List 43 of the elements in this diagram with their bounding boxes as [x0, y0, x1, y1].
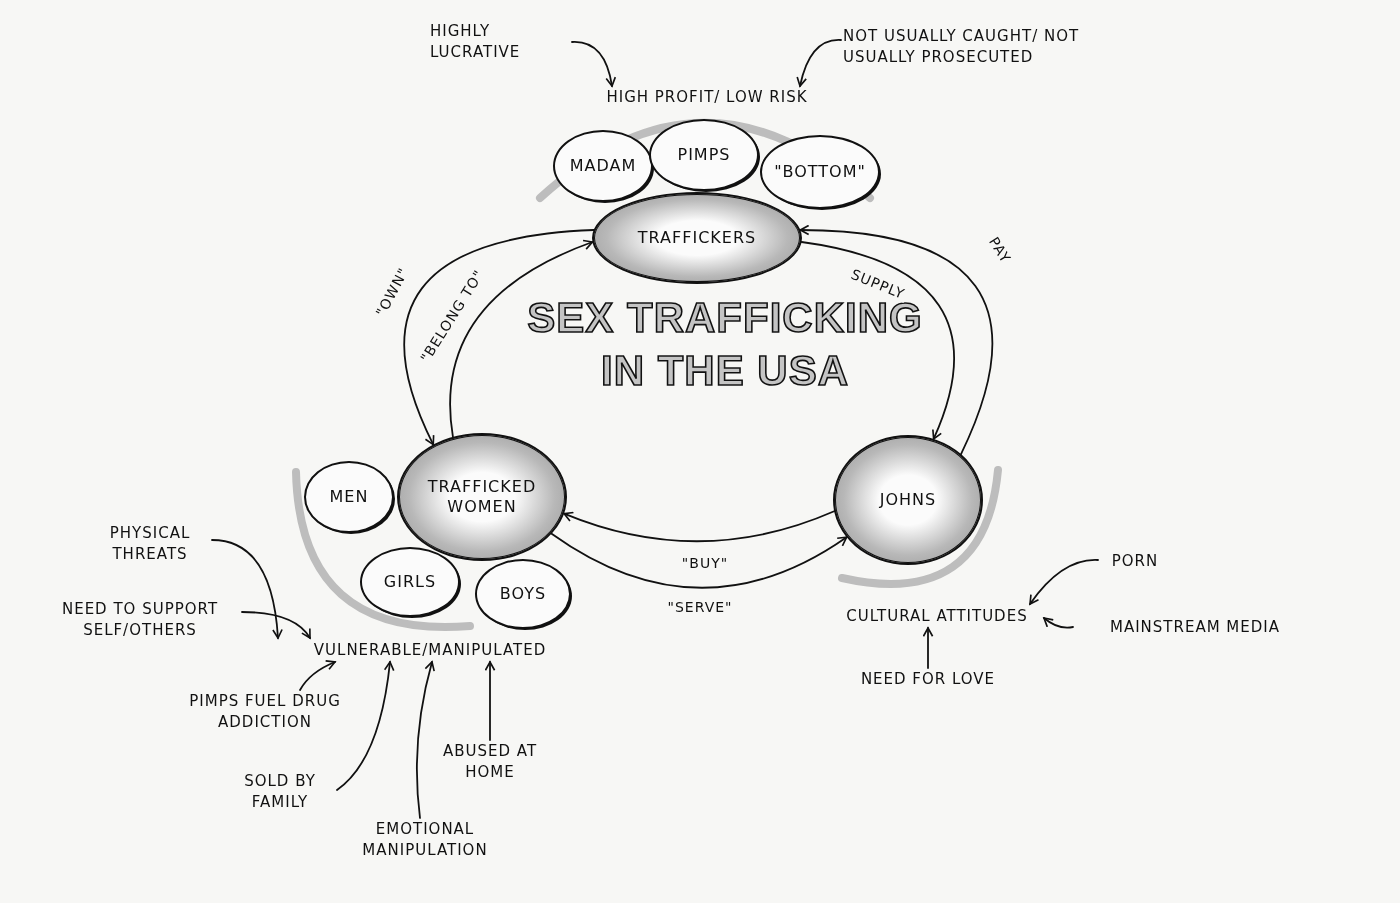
- oval: [649, 119, 759, 191]
- annotation-text: PHYSICAL THREATS: [108, 523, 192, 565]
- arrow: [336, 661, 395, 791]
- oval-label: GIRLS: [383, 572, 437, 592]
- oval: [553, 130, 653, 202]
- annotation-text: MAINSTREAM MEDIA: [1109, 616, 1281, 638]
- arrow: [1043, 617, 1074, 629]
- annotation-text: EMOTIONAL MANIPULATION: [361, 819, 489, 861]
- annotation-text: SOLD BY FAMILY: [243, 771, 317, 813]
- annotation-text: VULNERABLE/MANIPULATED: [313, 639, 547, 661]
- arrow: [299, 660, 336, 691]
- oval-label: BOYS: [499, 584, 547, 604]
- annotation-text: PIMPS FUEL DRUG ADDICTION: [188, 691, 342, 733]
- arrow: [484, 661, 496, 741]
- arrow: [796, 39, 842, 87]
- annotation-text: CULTURAL ATTITUDES: [846, 605, 1028, 627]
- arrow: [211, 539, 283, 639]
- arrow: [241, 611, 311, 639]
- annotation-text: NEED FOR LOVE: [860, 668, 996, 690]
- oval-label: MADAM: [569, 156, 637, 176]
- oval-label: MEN: [329, 487, 369, 507]
- arrow: [416, 661, 436, 819]
- oval-label: JOHNS: [879, 490, 937, 510]
- arrow: [799, 224, 993, 455]
- arrow: [563, 510, 836, 543]
- oval: [475, 559, 571, 629]
- oval-label: PIMPS: [677, 145, 731, 165]
- arrow: [1029, 559, 1099, 605]
- annotation-text: HIGHLY LUCRATIVE: [430, 21, 522, 63]
- arrow: [800, 241, 955, 440]
- oval: [760, 135, 880, 209]
- oval-label: TRAFFICKERS: [637, 228, 757, 248]
- annotation-text: ABUSED AT HOME: [441, 741, 539, 783]
- arrow: [571, 41, 616, 87]
- annotation-text: HIGH PROFIT/ LOW RISK: [606, 86, 808, 108]
- arrow: [922, 627, 934, 669]
- arrow: [550, 532, 848, 589]
- oval: [360, 547, 460, 617]
- annotation-text: NOT USUALLY CAUGHT/ NOT USUALLY PROSECUTED: [843, 26, 1081, 68]
- annotation-text: NEED TO SUPPORT SELF/OTHERS: [60, 599, 220, 641]
- annotation-text: PORN: [1111, 550, 1159, 572]
- oval-label: "BOTTOM": [774, 162, 866, 182]
- oval-label: TRAFFICKED WOMEN: [426, 477, 538, 517]
